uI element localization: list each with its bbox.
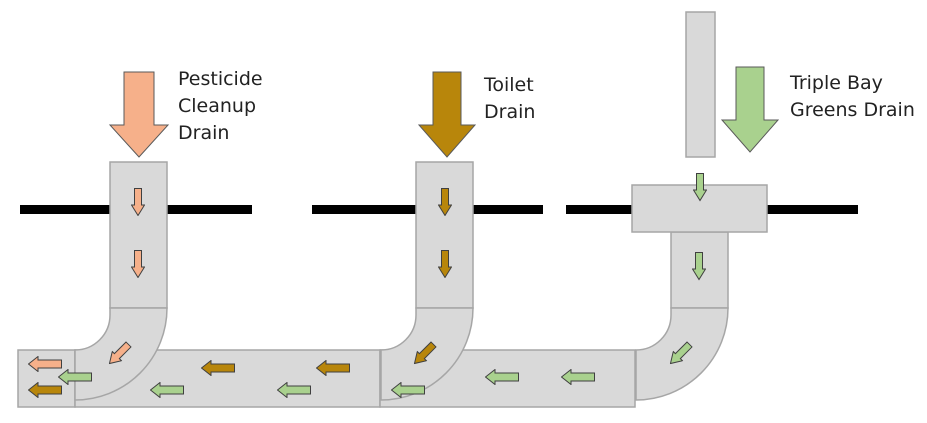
pesticide-cleanup-drain-label: Pesticide Cleanup Drain xyxy=(178,66,263,147)
source-arrow-toilet xyxy=(417,71,477,158)
vertical-pipe-greens-inlet xyxy=(685,11,716,158)
label-line: Triple Bay xyxy=(790,72,883,94)
label-line: Drain xyxy=(178,122,230,144)
label-line: Cleanup xyxy=(178,95,257,117)
label-line: Drain xyxy=(484,101,536,123)
toilet-drain-label: Toilet Drain xyxy=(484,72,535,126)
vertical-pipe-pesticide xyxy=(109,161,168,309)
label-line: Toilet xyxy=(484,74,534,96)
vertical-pipe-toilet xyxy=(415,161,474,309)
source-arrow-greens xyxy=(720,66,780,153)
label-line: Pesticide xyxy=(178,68,263,90)
source-arrow-pesticide xyxy=(108,71,170,158)
label-line: Greens Drain xyxy=(790,99,915,121)
triple-bay-greens-drain-label: Triple Bay Greens Drain xyxy=(790,70,915,124)
